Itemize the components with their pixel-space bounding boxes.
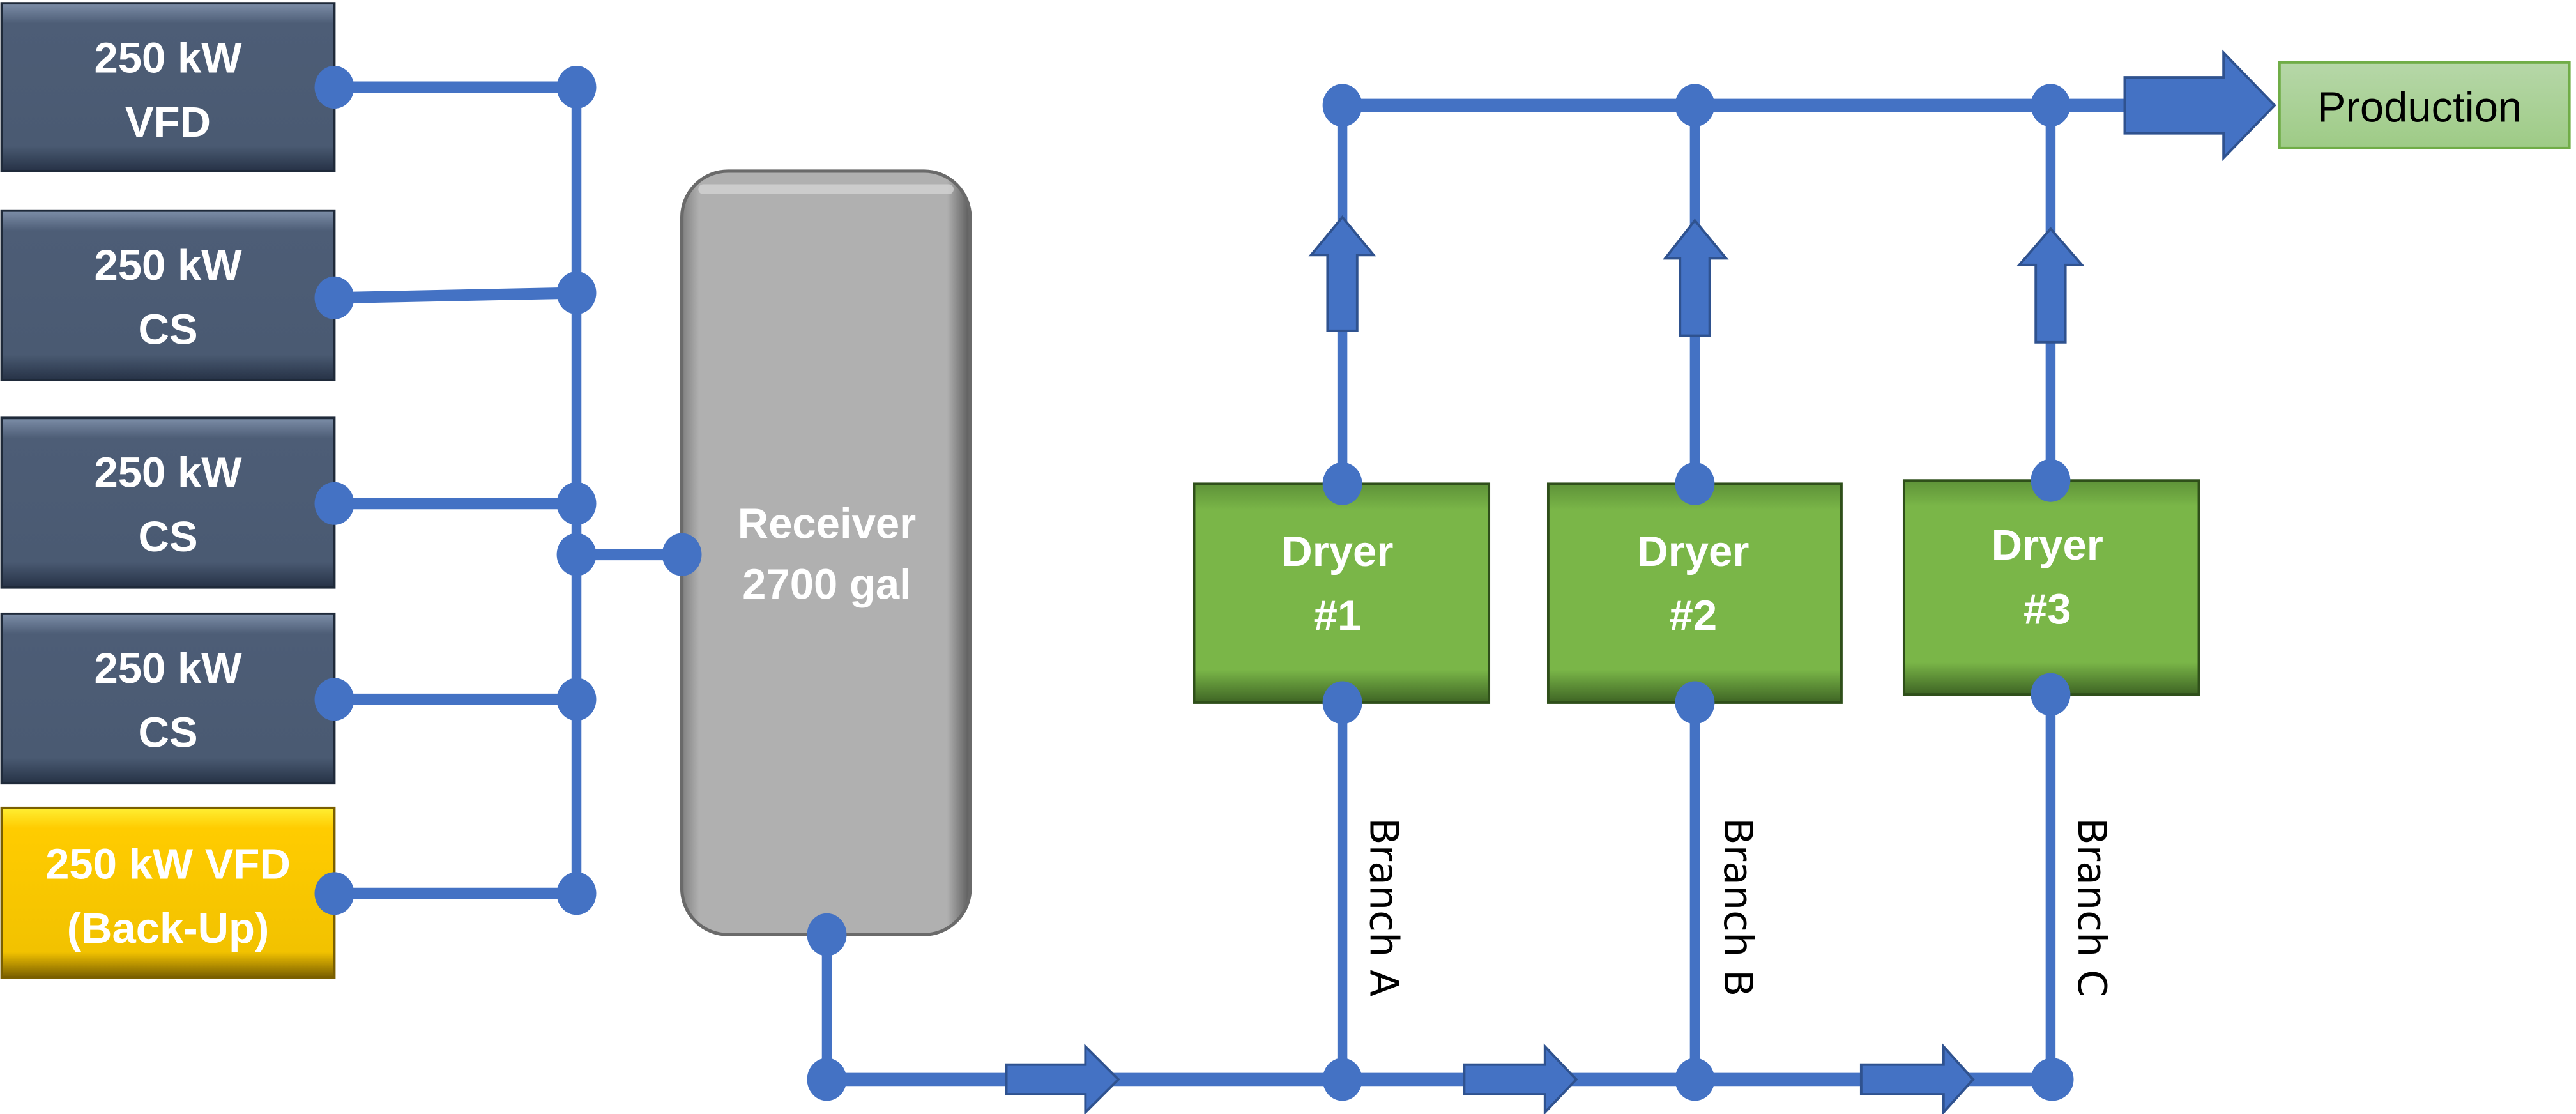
dryer-2[interactable]: Dryer #2 xyxy=(1546,482,1843,704)
compressor-5-label-line2: (Back-Up) xyxy=(67,904,270,952)
compressor-5-label-line1: 250 kW VFD xyxy=(45,841,291,889)
arrow-right-icon xyxy=(2123,49,2276,162)
dryer-3-label-line2: #3 xyxy=(2023,585,2071,633)
compressor-4-label-line1: 250 kW xyxy=(95,645,243,692)
compressor-3[interactable]: 250 kW CS xyxy=(0,416,336,589)
branch-c-label: Branch C xyxy=(2069,818,2115,997)
junction-node-icon xyxy=(1322,84,1362,127)
branch-a-label: Branch A xyxy=(1360,818,1406,996)
dryer-2-label-line1: Dryer xyxy=(1637,528,1749,576)
junction-node-icon xyxy=(1322,1058,1362,1101)
arrow-right-icon xyxy=(1005,1043,1120,1114)
arrow-up-icon xyxy=(1308,215,1376,332)
compressor-1-label-line1: 250 kW xyxy=(95,34,243,82)
compressor-bank: 250 kW VFD 250 kW CS 250 kW CS 250 kW CS… xyxy=(0,2,336,979)
junction-node-icon xyxy=(314,678,354,721)
junction-nodes xyxy=(314,66,2074,1101)
compressor-3-label-line2: CS xyxy=(138,513,197,561)
junction-node-icon xyxy=(556,678,597,721)
arrow-right-icon xyxy=(1859,1043,1975,1114)
production-destination[interactable]: Production xyxy=(2278,61,2571,149)
junction-node-icon xyxy=(1675,84,1715,127)
arrow-up-icon xyxy=(1663,218,1729,337)
junction-node-icon xyxy=(1675,462,1715,505)
dryer-1[interactable]: Dryer #1 xyxy=(1193,482,1491,704)
junction-node-icon xyxy=(556,482,597,525)
arrow-up-icon xyxy=(2016,227,2085,344)
compressor-1-label-line2: VFD xyxy=(125,98,211,146)
compressor-1[interactable]: 250 kW VFD xyxy=(0,2,336,172)
compressor-2-pipe xyxy=(334,287,577,304)
receiver-label-line1: Receiver xyxy=(738,500,917,547)
compressor-5-backup[interactable]: 250 kW VFD (Back-Up) xyxy=(0,806,336,979)
junction-node-icon xyxy=(2031,84,2071,127)
dryer-3[interactable]: Dryer #3 xyxy=(1902,479,2200,696)
junction-node-icon xyxy=(1675,1058,1715,1101)
junction-node-icon xyxy=(314,482,354,525)
compressor-2-label-line2: CS xyxy=(138,305,197,353)
dryer-1-label-line1: Dryer xyxy=(1281,528,1393,576)
junction-node-icon xyxy=(314,872,354,915)
junction-node-icon xyxy=(662,533,702,576)
branch-b-label: Branch B xyxy=(1715,818,1761,996)
junction-node-icon xyxy=(556,271,597,315)
junction-node-icon xyxy=(314,66,354,109)
junction-node-icon xyxy=(556,66,597,109)
dryer-2-label-line2: #2 xyxy=(1670,592,1718,640)
junction-node-icon xyxy=(1675,681,1715,724)
production-label: Production xyxy=(2317,84,2522,132)
dryer-1-label-line2: #1 xyxy=(1314,592,1362,640)
arrow-right-icon xyxy=(1463,1043,1578,1114)
junction-node-icon xyxy=(2031,673,2071,716)
compressor-2[interactable]: 250 kW CS xyxy=(0,209,336,382)
compressor-4[interactable]: 250 kW CS xyxy=(0,612,336,785)
junction-node-icon xyxy=(556,533,597,576)
compressor-2-label-line1: 250 kW xyxy=(95,241,243,289)
junction-node-icon xyxy=(807,913,847,956)
junction-node-icon xyxy=(807,1058,847,1101)
receiver-label-line2: 2700 gal xyxy=(742,561,911,609)
compressor-4-label-line2: CS xyxy=(138,709,197,757)
junction-node-icon xyxy=(556,872,597,915)
dryer-3-label-line1: Dryer xyxy=(1992,521,2103,569)
junction-node-icon xyxy=(314,276,354,319)
junction-node-icon xyxy=(2031,1058,2074,1101)
junction-node-icon xyxy=(1322,681,1362,724)
junction-node-icon xyxy=(2031,459,2071,502)
receiver-tank[interactable]: Receiver 2700 gal xyxy=(680,169,972,936)
junction-node-icon xyxy=(1322,462,1362,505)
compressor-3-label-line1: 250 kW xyxy=(95,449,243,497)
